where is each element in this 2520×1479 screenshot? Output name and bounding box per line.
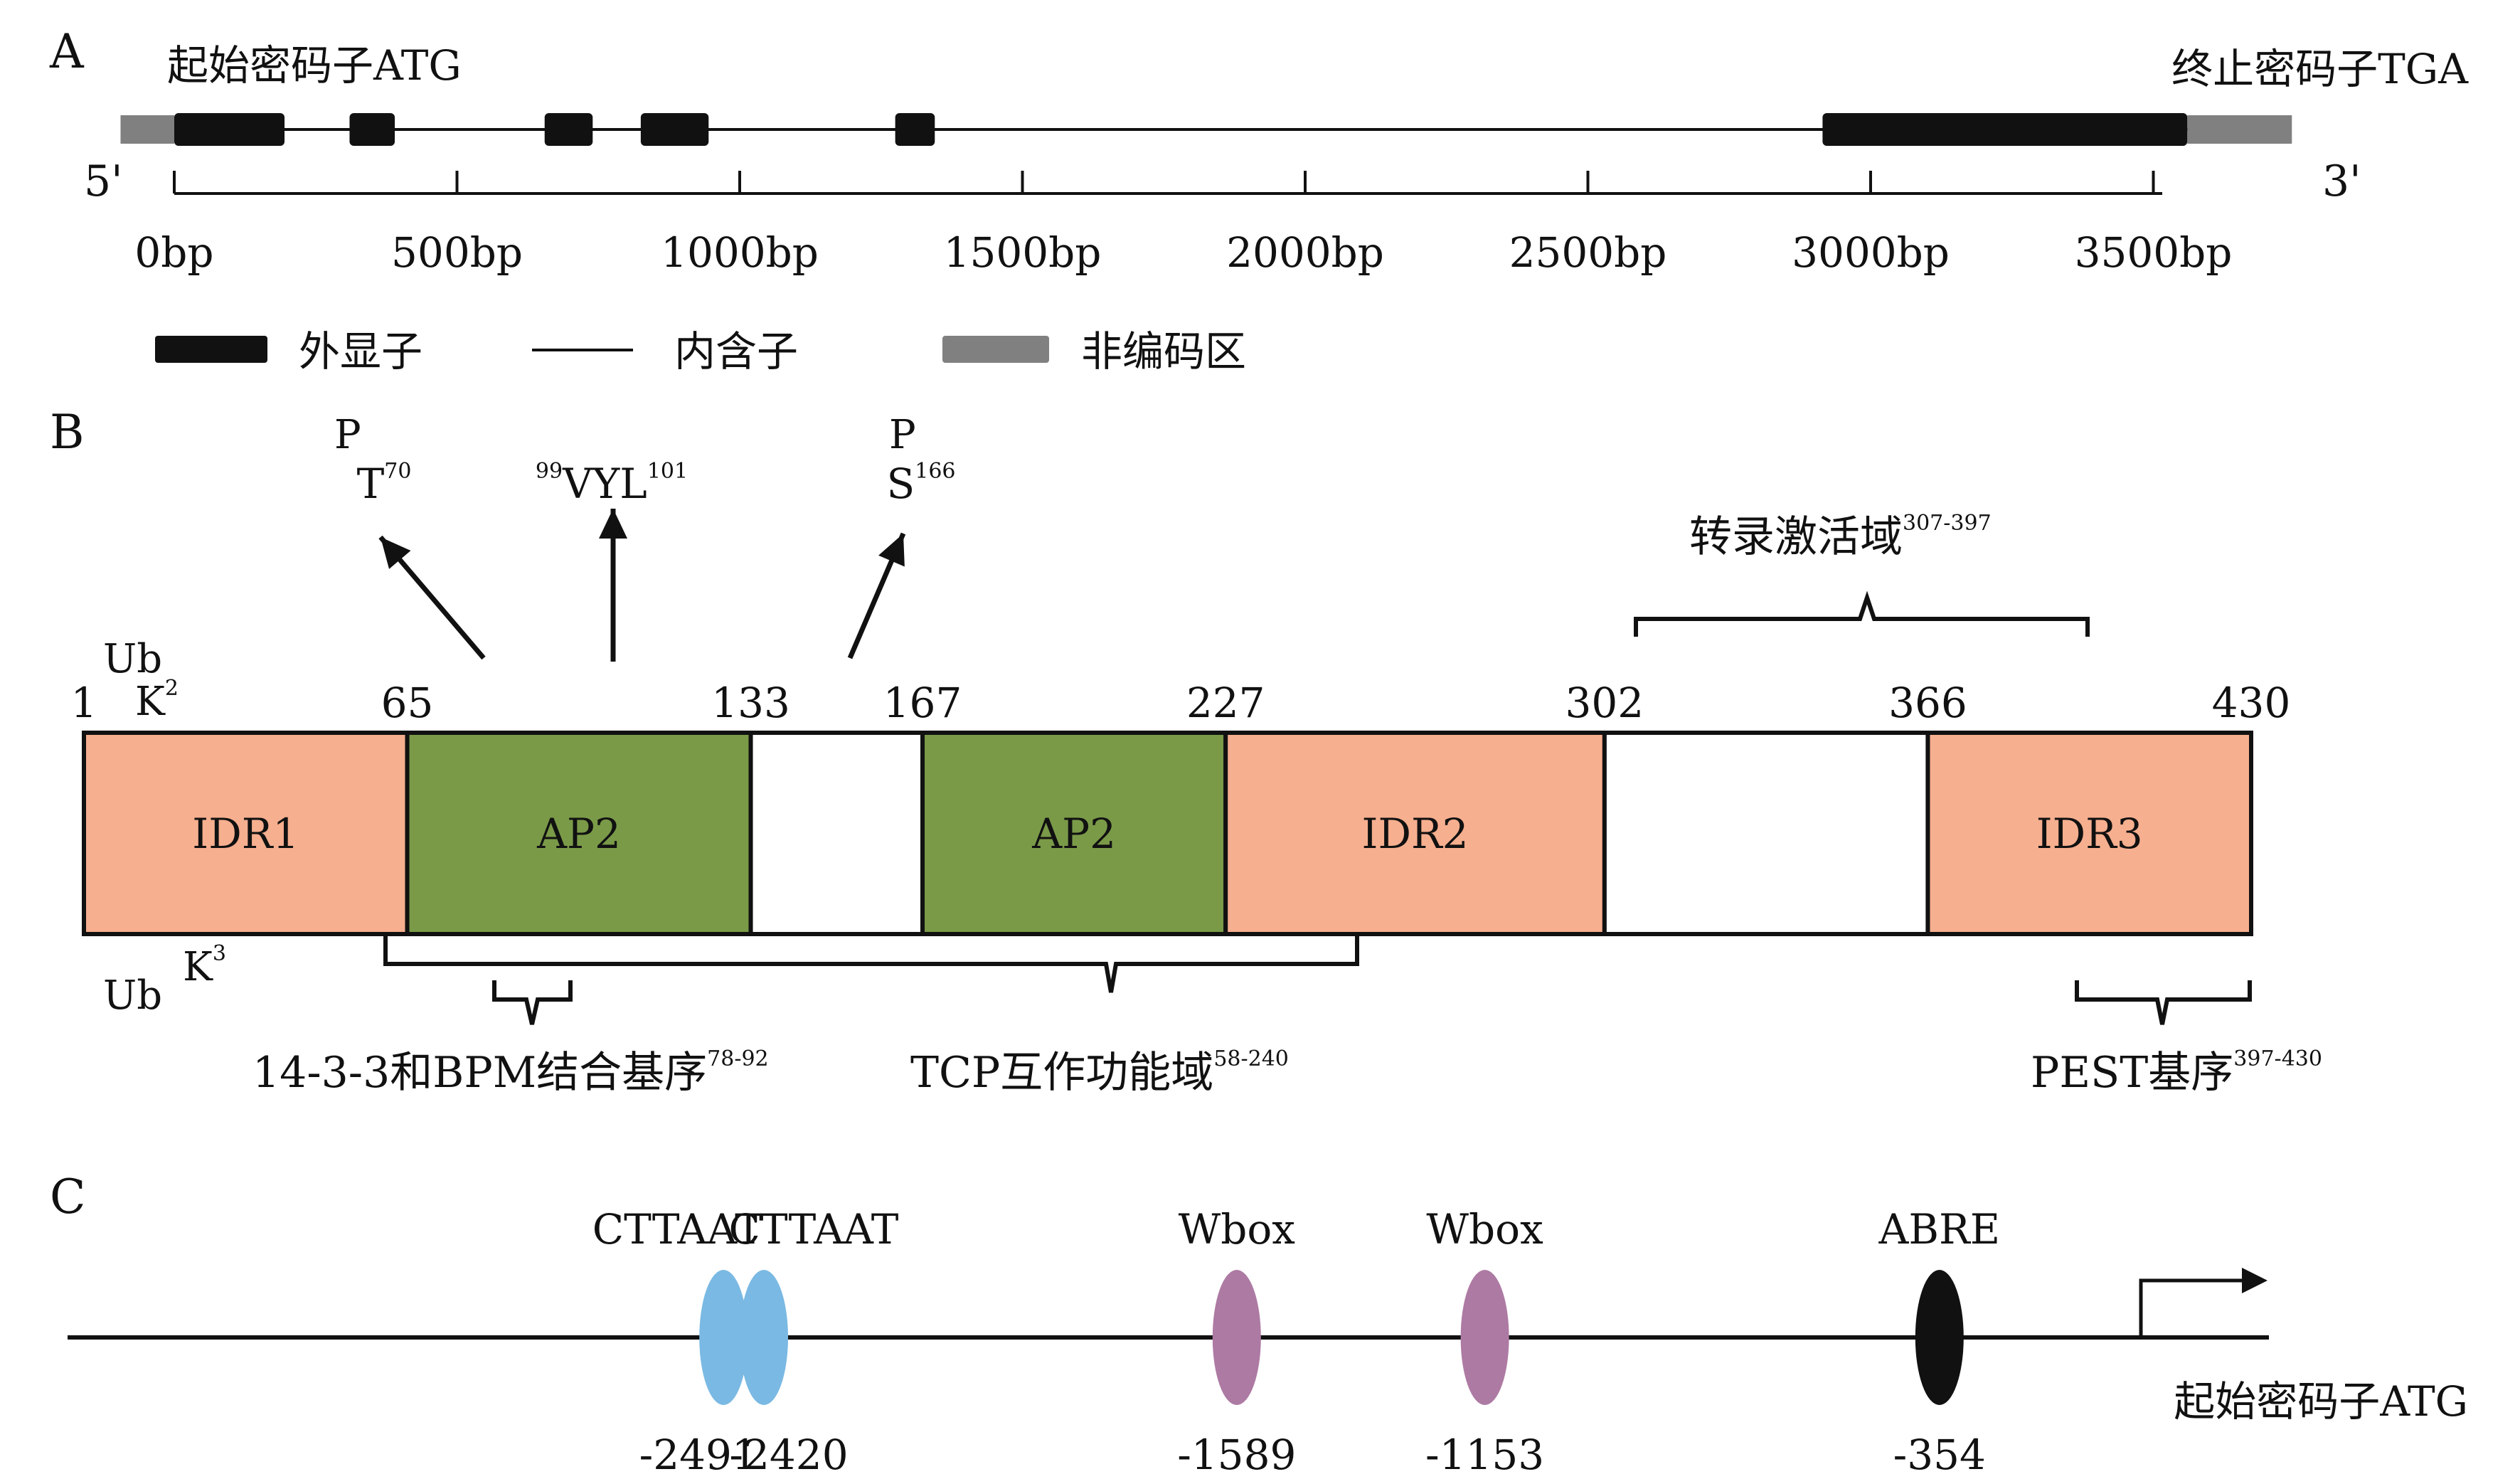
- five-prime-label: 5': [84, 157, 123, 206]
- boundary-number-1: 65: [381, 679, 434, 727]
- element-position-2: -1589: [1177, 1431, 1296, 1479]
- domain-5: [1223, 731, 1607, 936]
- domain-6: [1602, 731, 1930, 936]
- scale-tick-label-5: 2500bp: [1509, 228, 1667, 277]
- boundary-number-6: 366: [1888, 679, 1967, 727]
- pest-label: PEST基序397-430: [2031, 1046, 2322, 1098]
- boundary-number-7: 430: [2212, 679, 2291, 727]
- motif-1433-label: 14-3-3和BPM结合基序78-92: [252, 1046, 769, 1098]
- panel-b-label: B: [50, 405, 85, 460]
- element-name-0: CTTAAT: [592, 1205, 762, 1253]
- exon-2: [349, 113, 395, 146]
- scale-tick-label-7: 3500bp: [2075, 228, 2233, 277]
- tcp-brace: [383, 935, 1359, 993]
- boundary-number-5: 302: [1565, 679, 1644, 727]
- element-name-2: Wbox: [1179, 1205, 1295, 1253]
- domain-label-4: AP2: [1031, 810, 1116, 858]
- tad-brace: [1634, 590, 2090, 637]
- cis-elements: CTTAAT -2491 CTTAAT -2420 Wbox -1589 Wbox -1153…: [592, 1205, 2000, 1479]
- utr-5-region: [120, 115, 174, 144]
- domain-label-1: IDR1: [192, 810, 299, 858]
- scale-tick-label-2: 1000bp: [661, 228, 819, 277]
- promoter-atg-label: 起始密码子ATG: [2174, 1377, 2468, 1426]
- start-codon-label: 起始密码子ATG: [167, 41, 462, 90]
- domain-7: [1925, 731, 2253, 936]
- scale-tick-label-0: 0bp: [134, 228, 213, 277]
- exon-3: [544, 113, 593, 146]
- boundary-numbers: 1 65 133 167 227 302 366 430: [71, 679, 2291, 727]
- domain-label-2: AP2: [536, 810, 621, 858]
- element-position-4: -354: [1893, 1431, 1986, 1479]
- domain-1: [82, 731, 410, 936]
- motif-1433-brace: [492, 980, 573, 1025]
- boundary-number-4: 227: [1186, 679, 1265, 727]
- cttaat-element-1: [740, 1270, 788, 1405]
- exon-5: [895, 113, 935, 146]
- ub-bottom-residue: K3: [183, 941, 226, 990]
- exon-group: [174, 113, 2188, 146]
- site-arrowhead-2: [878, 534, 905, 567]
- tss-arrow: [2139, 1278, 2244, 1337]
- exon-6: [1822, 113, 2188, 146]
- tcp-label: TCP互作功能域58-240: [910, 1046, 1289, 1098]
- boundary-number-2: 133: [711, 679, 790, 727]
- ub-top-residue: K2: [135, 676, 179, 725]
- legend-exon-swatch: [155, 336, 267, 363]
- scale-tick-label-1: 500bp: [391, 228, 523, 277]
- domain-3: [748, 731, 925, 936]
- scale-ticks: 0bp 500bp 1000bp 1500bp 2000bp 2500bp 3000bp 35…: [134, 171, 2232, 277]
- exon-1: [174, 113, 285, 146]
- phospho-mark-0: P: [334, 412, 361, 458]
- site-label-1: 99VYL101: [536, 459, 688, 508]
- element-name-4: ABRE: [1878, 1205, 2001, 1253]
- site-label-2: S166: [887, 459, 956, 508]
- domain-label-7: IDR3: [2036, 810, 2143, 858]
- scale-tick-label-4: 2000bp: [1226, 228, 1384, 277]
- panel-a: A 起始密码子ATG 终止密码子TGA 5' 3' 0bp 500bp 1000bp…: [49, 24, 2469, 376]
- tad-label: 转录激活域307-397: [1689, 511, 1992, 562]
- ub-bottom-label: Ub: [103, 972, 162, 1019]
- legend-utr-label: 非编码区: [1081, 327, 1246, 376]
- boundary-number-3: 167: [883, 679, 962, 727]
- ub-top-label: Ub: [103, 636, 162, 682]
- panel-c-label: C: [50, 1170, 86, 1224]
- legend-utr-swatch: [942, 336, 1049, 363]
- boundary-number-0: 1: [71, 679, 97, 727]
- three-prime-label: 3': [2322, 157, 2361, 206]
- wbox-element-2: [1212, 1270, 1261, 1405]
- panel-c: C CTTAAT -2491 CTTAAT -2420 Wbox -1589 Wbox -11…: [50, 1170, 2468, 1479]
- cttaat-element-0: [699, 1270, 748, 1405]
- domain-label-5: IDR2: [1362, 810, 1469, 858]
- legend-exon-label: 外显子: [299, 327, 422, 376]
- domain-2: [405, 731, 753, 936]
- panel-a-label: A: [49, 24, 85, 79]
- protein-domains: IDR1 AP2 AP2 IDR2 IDR3: [82, 731, 2253, 936]
- wbox-element-3: [1460, 1270, 1509, 1405]
- utr-3-region: [2187, 115, 2292, 144]
- element-name-1: CTTAAT: [729, 1205, 899, 1253]
- site-label-0: T70: [357, 459, 412, 508]
- scale-tick-label-3: 1500bp: [944, 228, 1102, 277]
- domain-4: [920, 731, 1228, 936]
- pest-brace: [2075, 980, 2252, 1025]
- element-position-3: -1153: [1425, 1431, 1544, 1479]
- scale-tick-label-6: 3000bp: [1792, 228, 1950, 277]
- element-position-1: -2420: [729, 1431, 848, 1479]
- legend-intron-label: 内含子: [674, 327, 798, 376]
- exon-4: [640, 113, 709, 146]
- element-position-0: -2491: [639, 1431, 758, 1479]
- site-arrowhead-0: [381, 537, 411, 569]
- abre-element-4: [1915, 1270, 1964, 1405]
- tss-arrowhead: [2242, 1268, 2268, 1293]
- element-name-3: Wbox: [1426, 1205, 1543, 1253]
- stop-codon-label: 终止密码子TGA: [2171, 45, 2469, 93]
- site-arrowhead-1: [599, 509, 627, 539]
- phospho-mark-2: P: [889, 412, 916, 458]
